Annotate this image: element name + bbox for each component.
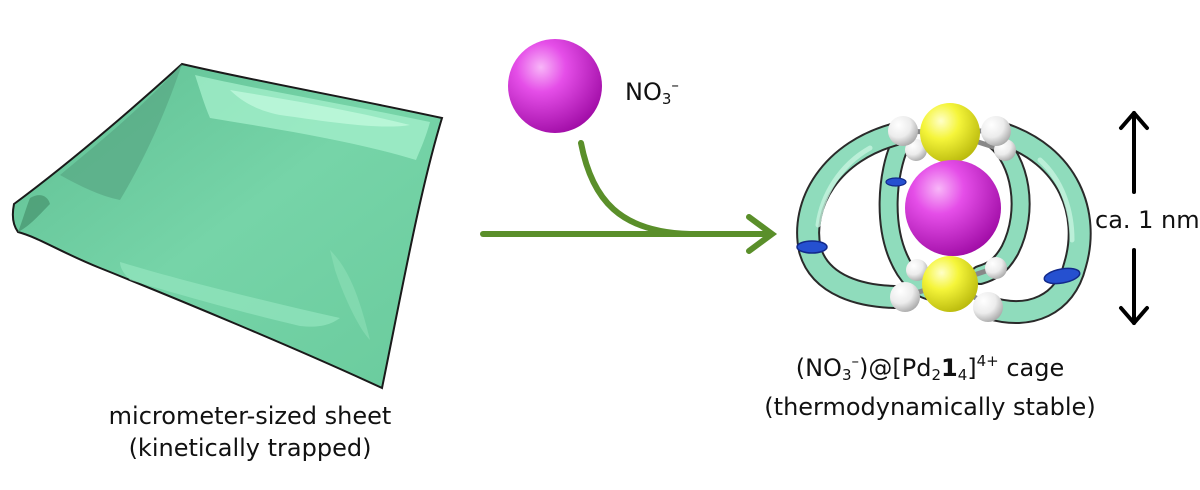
blue-ring-back [885,177,907,187]
cage-caption: (NO3–)@[Pd214]4+ cage (thermodynamically… [735,345,1125,423]
sheet-caption-line2: (kinetically trapped) [128,434,372,462]
nitrate-sphere [508,39,602,133]
blue-ring-right [1043,267,1081,285]
size-indicator-arrows [1119,111,1149,325]
encapsulated-nitrate [905,160,1001,256]
reaction-arrow [480,140,778,254]
nitrate-label: NO3– [625,76,679,108]
sheet-caption-line1: micrometer-sized sheet [108,402,392,430]
cage-caption-line1: (NO3–)@[Pd214]4+ cage [795,352,1065,384]
blue-ring-left [796,240,828,254]
cage-structure [796,103,1092,324]
palladium-bottom [922,256,978,312]
sheet-caption: micrometer-sized sheet (kinetically trap… [60,400,440,464]
palladium-top [920,103,980,163]
cage-caption-line2: (thermodynamically stable) [764,393,1096,421]
size-label: ca. 1 nm [1095,206,1200,234]
micrometer-sheet [11,62,444,390]
